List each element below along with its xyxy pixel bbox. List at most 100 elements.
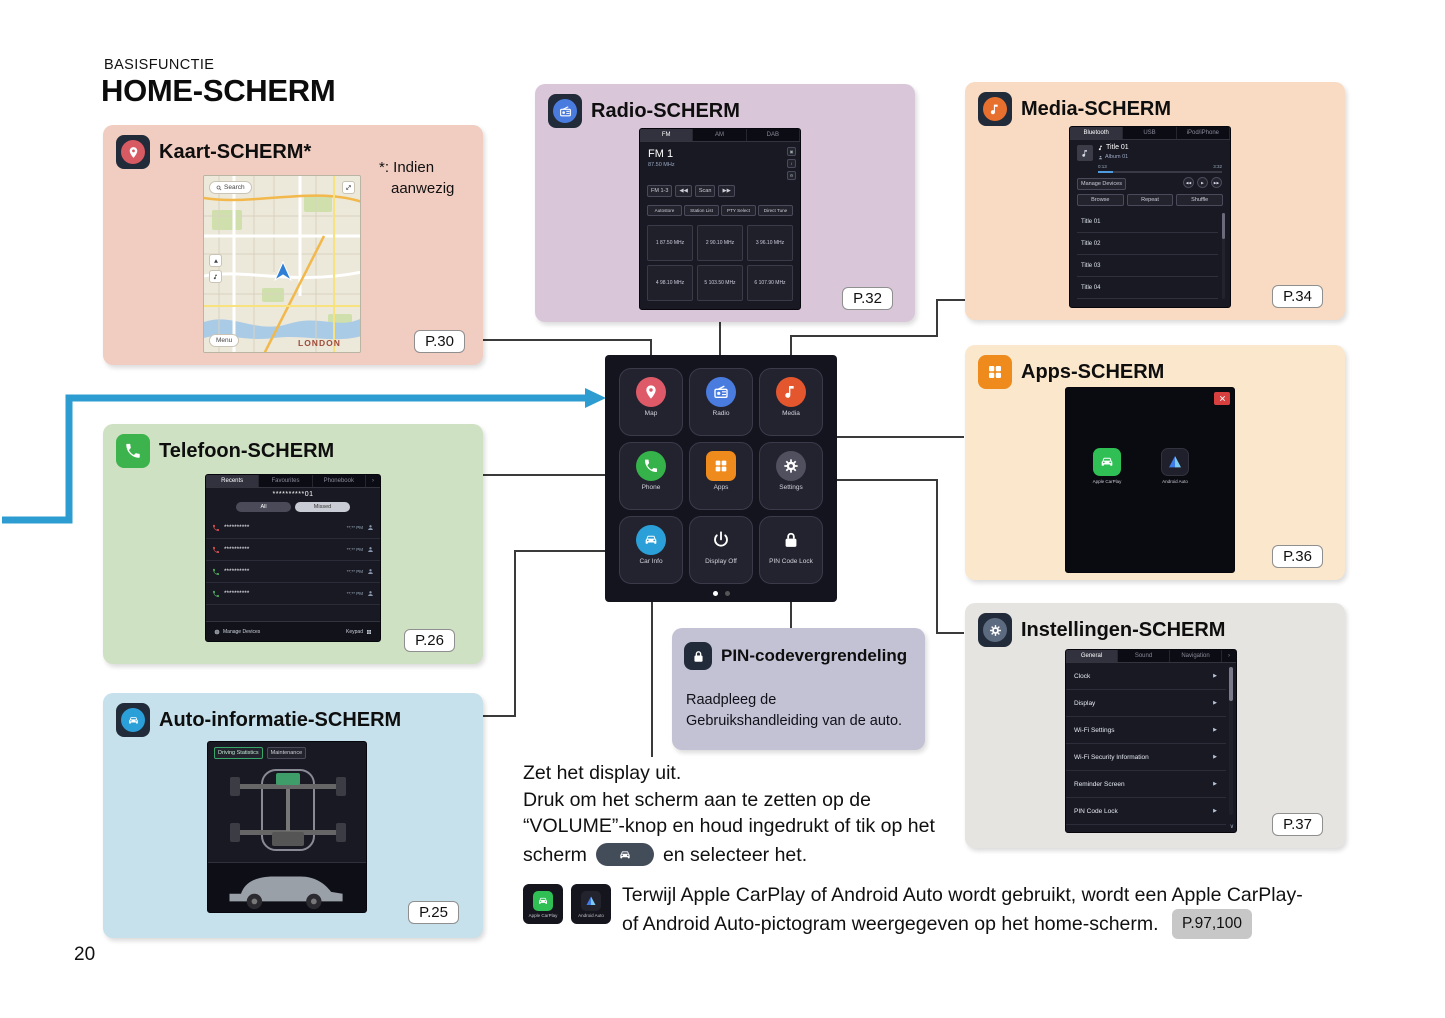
- home-screen: Map Radio Media Phone Apps Settings Car …: [605, 355, 837, 602]
- map-expand-button: [342, 181, 355, 194]
- album-art: [1077, 145, 1093, 161]
- display-note-line: scherm en selecteer het.: [523, 842, 935, 869]
- tab-recents: Recents: [206, 475, 260, 487]
- display-note-line: Zet het display uit.: [523, 762, 682, 784]
- android-auto-triangle-icon: [586, 896, 596, 905]
- apple-carplay-tile: Apple CarPlay: [1084, 448, 1130, 484]
- autostore-button: Autostore: [647, 205, 682, 216]
- pin-panel-body: Raadpleeg de Gebruikshandleiding van de …: [686, 690, 902, 732]
- apple-carplay-icon: [1093, 448, 1121, 476]
- menu-label: Menu: [216, 337, 233, 344]
- preset-button: 5 103.50 MHz: [697, 265, 743, 301]
- previ0us-track-button: ◀◀: [1183, 177, 1194, 188]
- apps-panel: Apps-SCHERM Apple CarPlay: [965, 345, 1345, 580]
- tile-label: PIN Code Lock: [769, 558, 813, 565]
- settings-row: Wi-Fi Settings ▶: [1066, 717, 1226, 744]
- tab-ipod: iPod/iPhone: [1177, 127, 1230, 139]
- arrow-right-icon: ▶: [1213, 727, 1217, 733]
- preset-button: 1 87.50 MHz: [647, 225, 693, 261]
- radio-panel: Radio-SCHERM FM AM DAB FM 1 87.50 MHz ▣i…: [535, 84, 915, 322]
- tab-dab: DAB: [747, 129, 800, 141]
- phone-footer-bar: Manage Devices Keypad: [206, 621, 380, 641]
- settings-row-label: PIN Code Lock: [1074, 807, 1118, 815]
- page-ref-badge: P.32: [842, 287, 893, 310]
- app-tiles: Apple CarPlay Android Auto: [1084, 448, 1198, 484]
- elapsed-time: 0:13: [1098, 164, 1107, 169]
- car-icon: [636, 525, 666, 555]
- media-screen-image: Bluetooth USB iPod/iPhone Title 01 Album…: [1069, 126, 1231, 308]
- pin-header-icon: [684, 642, 712, 670]
- apps-grid-icon: [706, 451, 736, 481]
- radio-panel-header: Radio-SCHERM: [548, 94, 740, 128]
- call-number: **********: [224, 524, 250, 531]
- page-ref-badge: P.30: [414, 330, 465, 353]
- contact-icon: [367, 546, 374, 553]
- tile-label: Apps: [713, 484, 729, 491]
- phone-icon: [636, 451, 666, 481]
- apple-carplay-label: Apple CarPlay: [1092, 479, 1122, 484]
- call-time: **:** PM: [346, 547, 363, 552]
- pin-panel: PIN-codevergrendeling Raadpleeg de Gebru…: [672, 628, 925, 750]
- settings-row: PIN Code Lock ▶: [1066, 798, 1226, 825]
- apple-carplay-label: Apple CarPlay: [528, 912, 558, 918]
- pty-select-button: PTY Select: [721, 205, 756, 216]
- close-button: [1214, 392, 1230, 405]
- media-panel-header: Media-SCHERM: [978, 92, 1171, 126]
- map-pin-icon: [127, 146, 140, 159]
- radio-side-icons: ▣i⚙: [787, 147, 796, 180]
- settings-row-label: Reminder Screen: [1074, 780, 1125, 788]
- chevron-right-icon: ›: [1228, 653, 1230, 659]
- track-title-text: Title 01: [1106, 144, 1129, 151]
- auto-informatie-panel-header: Auto-informatie-SCHERM: [116, 703, 401, 737]
- section-eyebrow: BASISFUNCTIE: [104, 57, 215, 73]
- call-time: **:** PM: [346, 591, 363, 596]
- tab-usb: USB: [1123, 127, 1177, 139]
- telefoon-panel: Telefoon-SCHERM Recents Favourites Phone…: [103, 424, 483, 664]
- settings-row-label: Clock: [1074, 672, 1091, 680]
- display-off-note: Zet het display uit. Druk om het scherm …: [523, 760, 935, 868]
- car-silhouette: [229, 876, 343, 909]
- radio-presets: 1 87.50 MHz 2 90.10 MHz 3 96.10 MHz 4 98…: [647, 225, 793, 301]
- browse-button: Browse: [1077, 194, 1124, 206]
- manage-devices-button: Manage Devices: [1077, 178, 1126, 190]
- tile-label: Media: [782, 410, 800, 417]
- chevron-down-icon: ∨: [1229, 824, 1234, 830]
- home-tile-radio: Radio: [689, 368, 753, 436]
- music-note-icon: [1098, 145, 1104, 151]
- instellingen-panel-header: Instellingen-SCHERM: [978, 613, 1225, 647]
- apple-carplay-tile: Apple CarPlay: [523, 884, 563, 924]
- page-ref-badge: P.37: [1272, 813, 1323, 836]
- track-list-item: Title 01: [1077, 211, 1218, 233]
- contact-icon: [367, 568, 374, 575]
- arrow-right-icon: ▶: [1213, 754, 1217, 760]
- apps-panel-title: Apps-SCHERM: [1021, 360, 1165, 383]
- map-search-box: Search: [209, 181, 252, 194]
- kaart-panel: Kaart-SCHERM* *: Indien aanwezig: [103, 125, 483, 365]
- phone-tabs: Recents Favourites Phonebook ›: [206, 475, 380, 488]
- phone-icon: [124, 442, 142, 460]
- telefoon-screen-image: Recents Favourites Phonebook › *********…: [205, 474, 381, 642]
- carplay-car-icon: [537, 895, 549, 907]
- lock-icon: [776, 525, 806, 555]
- media-source-tabs: Bluetooth USB iPod/iPhone: [1070, 127, 1230, 140]
- display-note-line: Druk om het scherm aan te zetten op de: [523, 788, 871, 811]
- call-number: **********: [224, 546, 250, 553]
- pin-body-line: Raadpleeg de: [686, 692, 777, 708]
- call-time: **:** PM: [346, 569, 363, 574]
- android-auto-triangle-icon: [1169, 456, 1181, 468]
- search-label: Search: [224, 184, 245, 191]
- apple-carplay-icon: [533, 890, 553, 911]
- home-tile-car-info: Car Info: [619, 516, 683, 584]
- radio-control-button: FM 1-3: [647, 185, 673, 197]
- home-tile-display-off: Display Off: [689, 516, 753, 584]
- sound-icon: [213, 274, 219, 280]
- received-call-icon: [212, 590, 220, 598]
- telefoon-panel-header: Telefoon-SCHERM: [116, 434, 334, 468]
- home-tile-map: Map: [619, 368, 683, 436]
- call-number: **********: [224, 590, 250, 597]
- track-list-item: Title 03: [1077, 255, 1218, 277]
- track-list: Title 01 Title 02 Title 03 Title 04: [1077, 211, 1218, 303]
- pin-panel-header: PIN-codevergrendeling: [684, 642, 907, 670]
- gear-icon: [989, 624, 1002, 637]
